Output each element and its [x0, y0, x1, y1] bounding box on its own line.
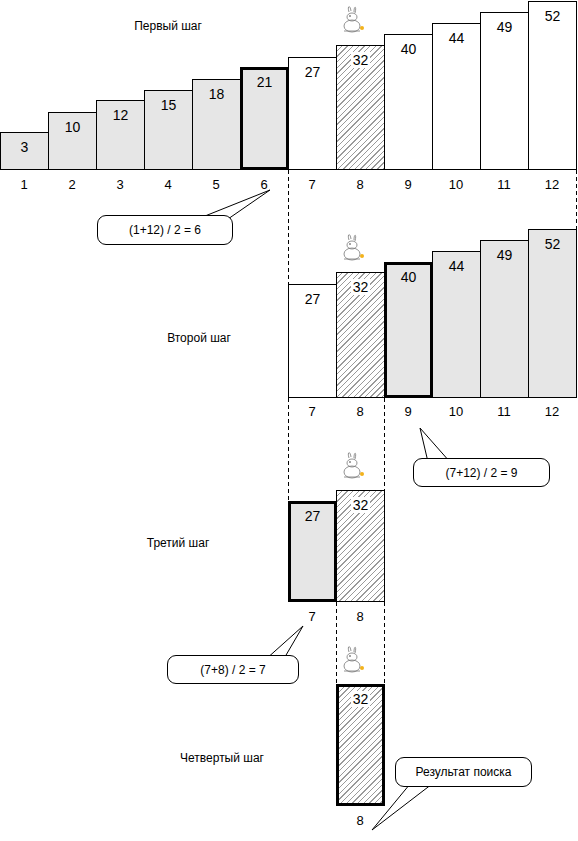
array-bar: 44 [432, 251, 481, 398]
array-bar: 32 [336, 490, 385, 602]
index-number: 9 [404, 177, 411, 192]
index-number: 11 [497, 404, 511, 419]
array-bar: 21 [240, 67, 289, 170]
index-number: 7 [308, 404, 315, 419]
bunny-icon [344, 7, 364, 32]
bar-value: 32 [351, 279, 371, 295]
index-number: 1 [20, 177, 27, 192]
array-bar: 27 [288, 57, 337, 170]
index-number: 10 [449, 404, 463, 419]
index-number: 4 [164, 177, 171, 192]
index-number: 8 [356, 177, 363, 192]
array-bar: 3 [0, 132, 49, 170]
array-bar: 40 [384, 262, 433, 398]
index-number: 8 [356, 404, 363, 419]
array-bar: 27 [288, 284, 337, 398]
array-bar: 40 [384, 34, 433, 170]
bar-value: 44 [449, 30, 465, 46]
array-bar: 49 [480, 240, 529, 398]
bar-value: 32 [351, 52, 371, 68]
index-number: 8 [356, 609, 363, 624]
index-number: 2 [68, 177, 75, 192]
index-number: 6 [260, 177, 267, 192]
bunny-icon [344, 647, 364, 672]
step-title: Первый шаг [134, 19, 202, 33]
bar-value: 40 [401, 41, 417, 57]
callout-bubble: Результат поиска [395, 757, 532, 787]
array-bar: 18 [192, 79, 241, 170]
step-title: Второй шаг [167, 331, 231, 345]
index-number: 8 [356, 813, 363, 828]
array-bar: 32 [336, 684, 385, 806]
index-number: 7 [308, 609, 315, 624]
index-number: 11 [497, 177, 511, 192]
array-bar: 15 [144, 90, 193, 170]
step-title: Четвертый шаг [180, 751, 264, 765]
bar-value: 3 [21, 139, 29, 155]
array-bar: 10 [48, 112, 97, 170]
index-number: 7 [308, 177, 315, 192]
bar-value: 49 [497, 247, 513, 263]
bar-value: 18 [209, 86, 225, 102]
index-number: 10 [449, 177, 463, 192]
dashed-guides [289, 170, 577, 684]
bar-value: 32 [351, 691, 371, 707]
bar-value: 44 [449, 258, 465, 274]
bar-value: 52 [545, 236, 561, 252]
array-bar: 49 [480, 12, 529, 170]
array-bar: 32 [336, 272, 385, 398]
callout-text: (7+8) / 2 = 7 [200, 663, 265, 677]
array-bar: 32 [336, 45, 385, 170]
callout-bubble: (7+12) / 2 = 9 [413, 458, 550, 487]
array-bar: 52 [528, 1, 577, 170]
callout-text: Результат поиска [416, 765, 512, 779]
index-number: 12 [545, 177, 559, 192]
bar-value: 49 [497, 19, 513, 35]
bar-value: 21 [257, 74, 273, 90]
callout-tails [190, 190, 450, 830]
index-number: 5 [212, 177, 219, 192]
array-bar: 52 [528, 229, 577, 398]
callout-text: (7+12) / 2 = 9 [445, 466, 517, 480]
callout-bubble: (1+12) / 2 = 6 [97, 215, 233, 245]
array-bar: 27 [288, 501, 337, 602]
index-number: 3 [116, 177, 123, 192]
callout-text: (1+12) / 2 = 6 [129, 223, 201, 237]
index-number: 9 [404, 404, 411, 419]
index-number: 12 [545, 404, 559, 419]
bar-value: 27 [305, 64, 321, 80]
callout-bubble: (7+8) / 2 = 7 [167, 655, 299, 684]
step-title: Третий шаг [147, 536, 210, 550]
bar-value: 27 [305, 291, 321, 307]
bar-value: 32 [351, 497, 371, 513]
bunny-icon [344, 235, 364, 260]
bar-value: 27 [305, 508, 321, 524]
bar-value: 40 [401, 269, 417, 285]
bunny-icon [344, 453, 364, 478]
array-bar: 12 [96, 100, 145, 170]
bar-value: 15 [161, 97, 177, 113]
bar-value: 12 [113, 107, 129, 123]
bar-value: 10 [65, 119, 81, 135]
bar-value: 52 [545, 8, 561, 24]
array-bar: 44 [432, 23, 481, 170]
